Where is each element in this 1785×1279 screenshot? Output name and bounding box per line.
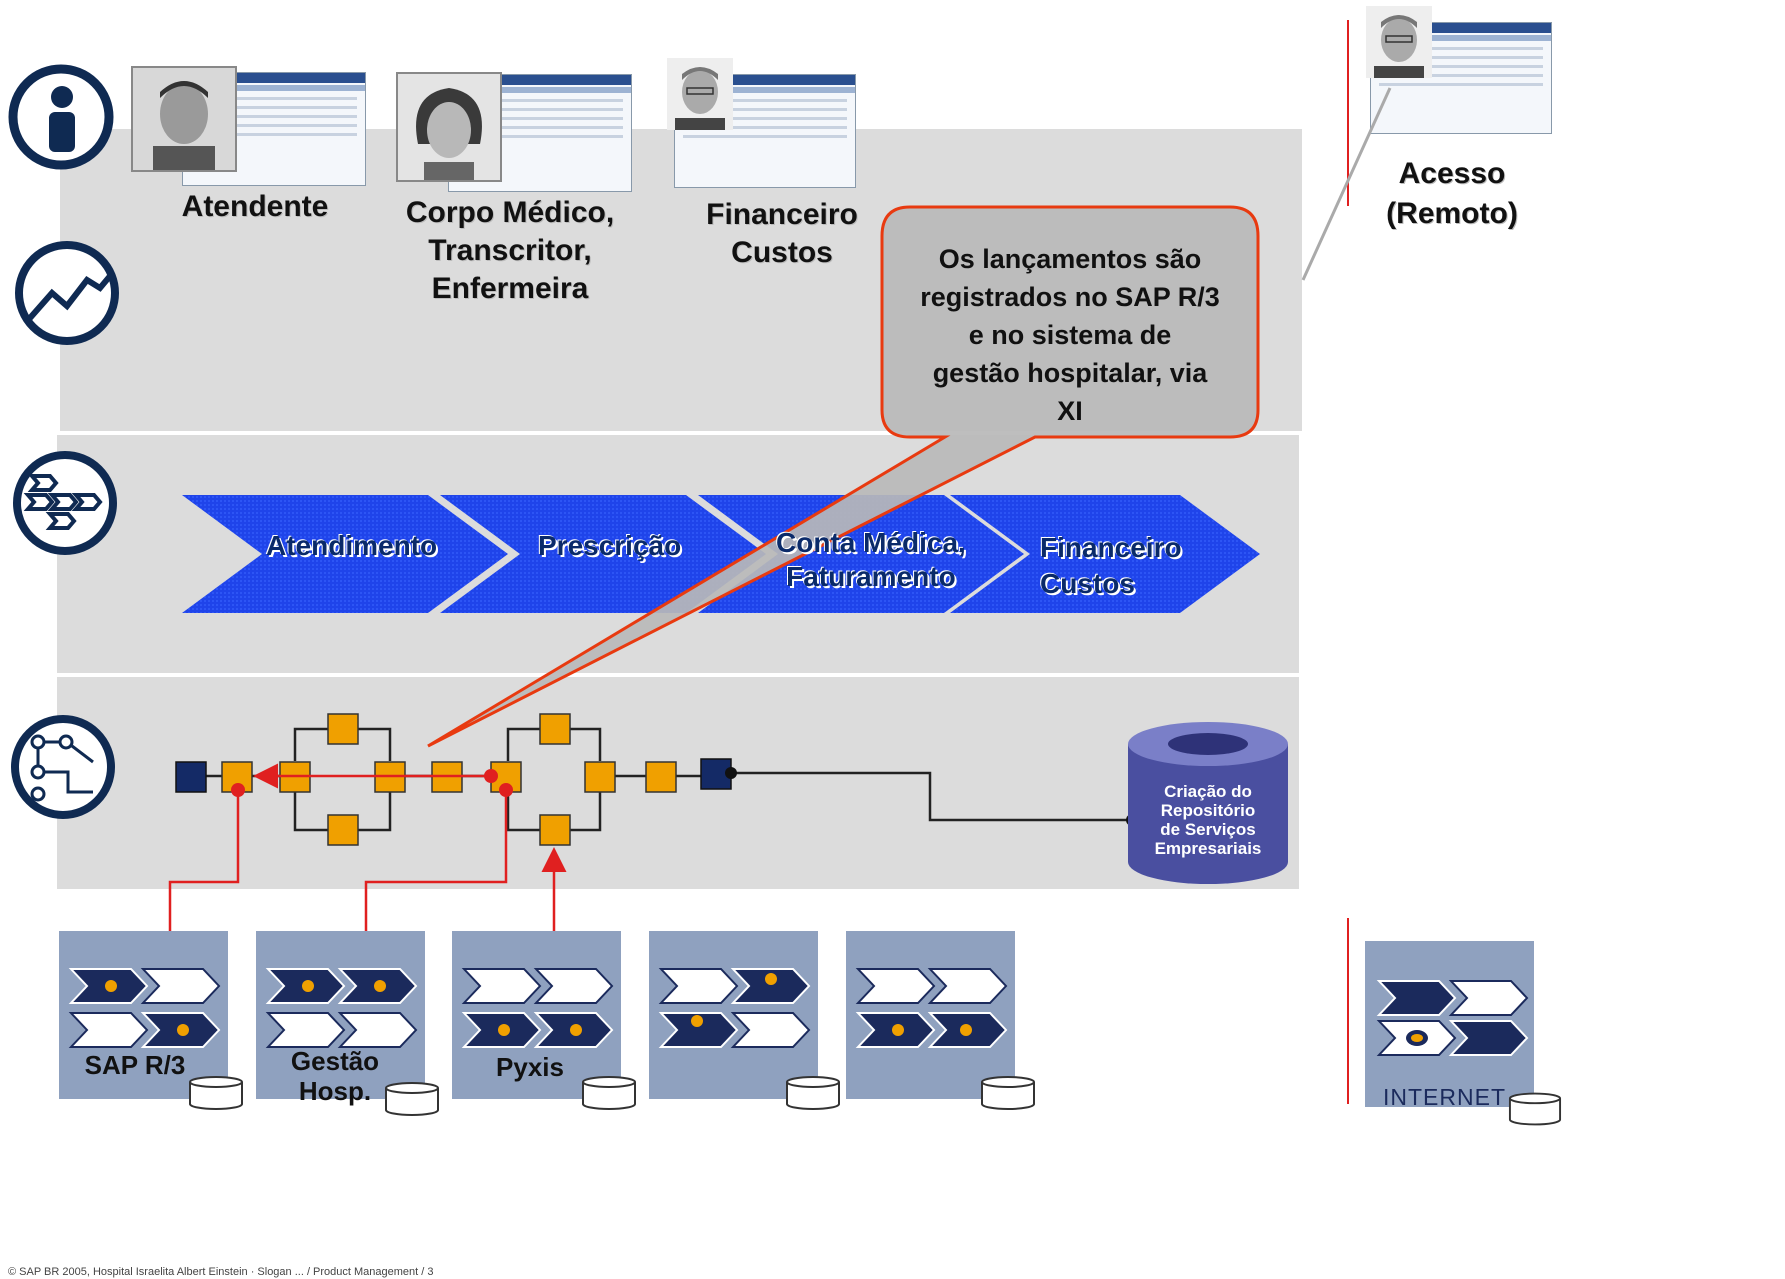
red-dot — [499, 783, 513, 797]
database-icon — [582, 1076, 636, 1110]
flow-node — [645, 761, 677, 793]
red-dot — [484, 769, 498, 783]
role-financeiro: Financeiro Custos — [706, 198, 858, 269]
flow-node — [539, 713, 571, 745]
red-dot — [231, 783, 245, 797]
role-atendente: Atendente — [181, 190, 329, 223]
avatar-atendente — [131, 66, 237, 172]
remote-divider-line — [1347, 20, 1349, 206]
system-box-gestao — [256, 931, 425, 1099]
chevron-prescricao — [440, 495, 766, 613]
flow-node — [327, 713, 359, 745]
system-box-sap — [59, 931, 228, 1099]
internet-label: INTERNET — [1383, 1084, 1506, 1110]
person-icon — [8, 64, 114, 170]
footer-copyright: © SAP BR 2005, Hospital Israelita Albert… — [8, 1266, 434, 1278]
database-icon — [981, 1076, 1035, 1110]
step-conta-medica: Conta Médica, Faturamento — [776, 527, 966, 592]
database-icon — [786, 1076, 840, 1110]
step-atendimento: Atendimento — [266, 530, 438, 561]
system-pyxis-label: Pyxis — [496, 1052, 564, 1082]
flow-node — [327, 814, 359, 846]
chart-trend-icon — [15, 241, 119, 345]
database-icon — [385, 1082, 439, 1116]
internet-box — [1365, 941, 1534, 1107]
avatar-financeiro — [667, 58, 733, 130]
database-icon — [1508, 1092, 1562, 1126]
system-gestao-label: Gestão Hosp. — [290, 1046, 380, 1106]
screenshot-corpo-medico — [448, 74, 632, 192]
process-flow-icon — [13, 451, 117, 555]
flow-dot — [725, 767, 737, 779]
repository-label: Criação do Repositório de Serviços Empre… — [1154, 782, 1262, 858]
chevron-atendimento — [182, 495, 508, 613]
callout-bubble — [427, 205, 1260, 748]
database-icon — [189, 1076, 243, 1110]
system-sap-label: SAP R/3 — [84, 1050, 186, 1080]
chevron-financeiro — [950, 495, 1260, 613]
flow-node — [539, 814, 571, 846]
flow-node-start — [175, 761, 207, 793]
step-prescricao: Prescrição — [538, 530, 682, 561]
callout-text: Os lançamentos são registrados no SAP R/… — [920, 244, 1220, 426]
role-acesso-remoto: Acesso (Remoto) — [1386, 157, 1518, 230]
integration-icon — [11, 715, 115, 819]
repository-cylinder — [1128, 722, 1288, 884]
screenshot-financeiro — [674, 74, 856, 188]
avatar-remoto — [1366, 6, 1432, 78]
flow-node — [584, 761, 616, 793]
step-financeiro: Financeiro Custos — [1040, 532, 1182, 599]
remote-connector — [1301, 87, 1392, 281]
chevron-conta-medica — [698, 495, 1024, 613]
system-box-5 — [846, 931, 1015, 1099]
avatar-corpo-medico — [396, 72, 502, 182]
system-box-pyxis — [452, 931, 621, 1099]
role-corpo-medico: Corpo Médico, Transcritor, Enfermeira — [405, 196, 615, 305]
system-box-4 — [649, 931, 818, 1099]
